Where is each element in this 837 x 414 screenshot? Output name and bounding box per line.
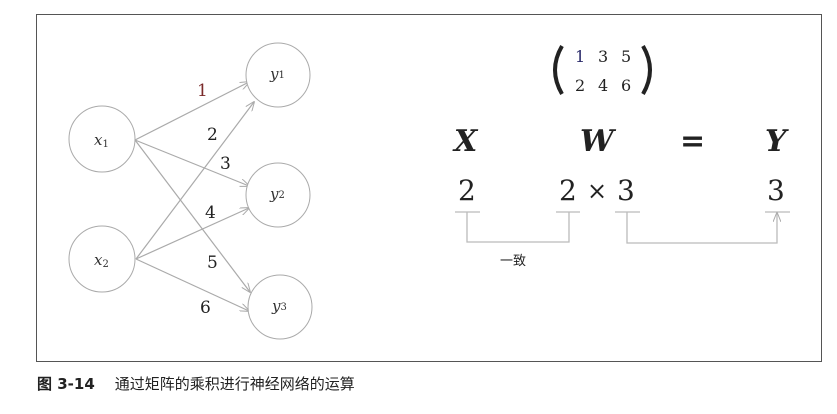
caption-text: 通过矩阵的乘积进行神经网络的运算 [114,375,355,393]
weight-label: 3 [220,154,231,174]
figure-number: 图 3-14 [37,375,95,393]
node-x2 [68,225,136,293]
node-y3 [247,274,313,340]
matrix-entry: 1 [575,47,585,66]
x-shape: 2 [458,174,476,207]
weight-label: 6 [200,298,211,318]
node-y1-label: y1 [269,65,285,83]
node-y1 [245,42,311,108]
figure-caption: 图 3-14 通过矩阵的乘积进行神经网络的运算 [37,373,355,394]
edge-x2-y2 [135,208,249,260]
weight-label: 4 [205,203,216,223]
matrix-left-paren [553,44,564,96]
node-x1 [68,105,136,173]
edge-x1-y2 [134,139,249,186]
weight-label: 2 [207,125,218,145]
y-shape: 3 [767,174,785,207]
matrix-entry: 6 [621,76,631,95]
matrix-right-paren [641,44,652,96]
symbol-y: Y [765,124,789,159]
matrix-entry: 3 [598,47,608,66]
node-y3-label: y3 [271,297,287,315]
symbol-w: W [580,124,617,159]
weight-label: 5 [207,253,218,273]
matrix-entry: 2 [575,76,585,95]
w-cols: 3 [617,174,635,207]
edge-x1-y3 [134,139,250,292]
matrix-entry: 5 [621,47,631,66]
times-sign: × [587,177,607,205]
equals-sign: = [680,124,705,159]
symbol-x: X [452,124,479,159]
match-label: 一致 [500,254,526,269]
weight-label: 1 [197,81,208,101]
edge-x2-y3 [135,258,249,311]
edge-x2-y1 [135,102,254,260]
edge-x1-y1 [134,82,249,141]
node-y2 [245,162,311,228]
dimension-brackets [455,211,790,244]
w-rows: 2 [559,174,577,207]
matrix-entry: 4 [598,76,608,95]
node-y2-label: y2 [269,185,285,203]
figure-frame [36,14,822,362]
node-x1-label: x1 [94,131,109,150]
node-x2-label: x2 [94,251,109,270]
